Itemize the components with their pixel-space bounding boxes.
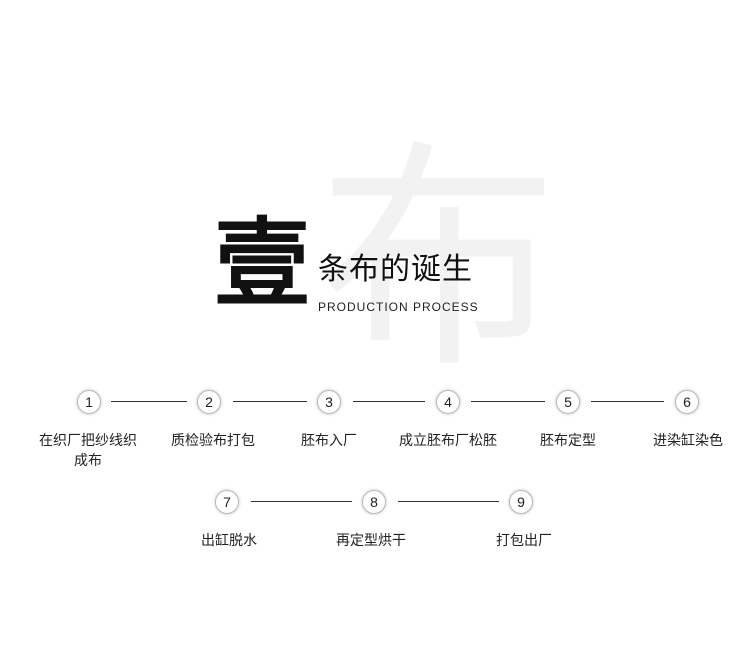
step-label-9: 打包出厂 bbox=[496, 533, 552, 549]
connector-line bbox=[591, 401, 664, 402]
step-label-1: 在织厂把纱线织成布 bbox=[39, 433, 137, 469]
connector-line bbox=[111, 401, 187, 402]
step-label-5: 胚布定型 bbox=[540, 433, 596, 449]
step-number-9: 9 bbox=[509, 490, 533, 514]
step-label-4: 成立胚布厂松胚 bbox=[399, 433, 497, 449]
section-number-char: 壹 bbox=[214, 207, 310, 320]
connector-line bbox=[398, 501, 499, 502]
step-number-2: 2 bbox=[197, 390, 221, 414]
step-number-1: 1 bbox=[77, 390, 101, 414]
step-label-3: 胚布入厂 bbox=[301, 433, 357, 449]
step-label-8: 再定型烘干 bbox=[336, 533, 406, 549]
step-label-2: 质检验布打包 bbox=[171, 433, 255, 449]
section-subtitle: PRODUCTION PROCESS bbox=[318, 300, 479, 314]
connector-line bbox=[353, 401, 425, 402]
step-number-3: 3 bbox=[317, 390, 341, 414]
connector-line bbox=[471, 401, 545, 402]
step-number-5: 5 bbox=[556, 390, 580, 414]
step-label-7: 出缸脱水 bbox=[201, 533, 257, 549]
step-number-8: 8 bbox=[362, 490, 386, 514]
step-number-6: 6 bbox=[675, 390, 699, 414]
connector-line bbox=[251, 501, 352, 502]
step-label-6: 进染缸染色 bbox=[653, 433, 723, 449]
section-title: 条布的诞生 bbox=[318, 252, 473, 287]
step-number-7: 7 bbox=[215, 490, 239, 514]
connector-line bbox=[233, 401, 307, 402]
step-number-4: 4 bbox=[436, 390, 460, 414]
watermark-char: 布 bbox=[318, 120, 559, 400]
